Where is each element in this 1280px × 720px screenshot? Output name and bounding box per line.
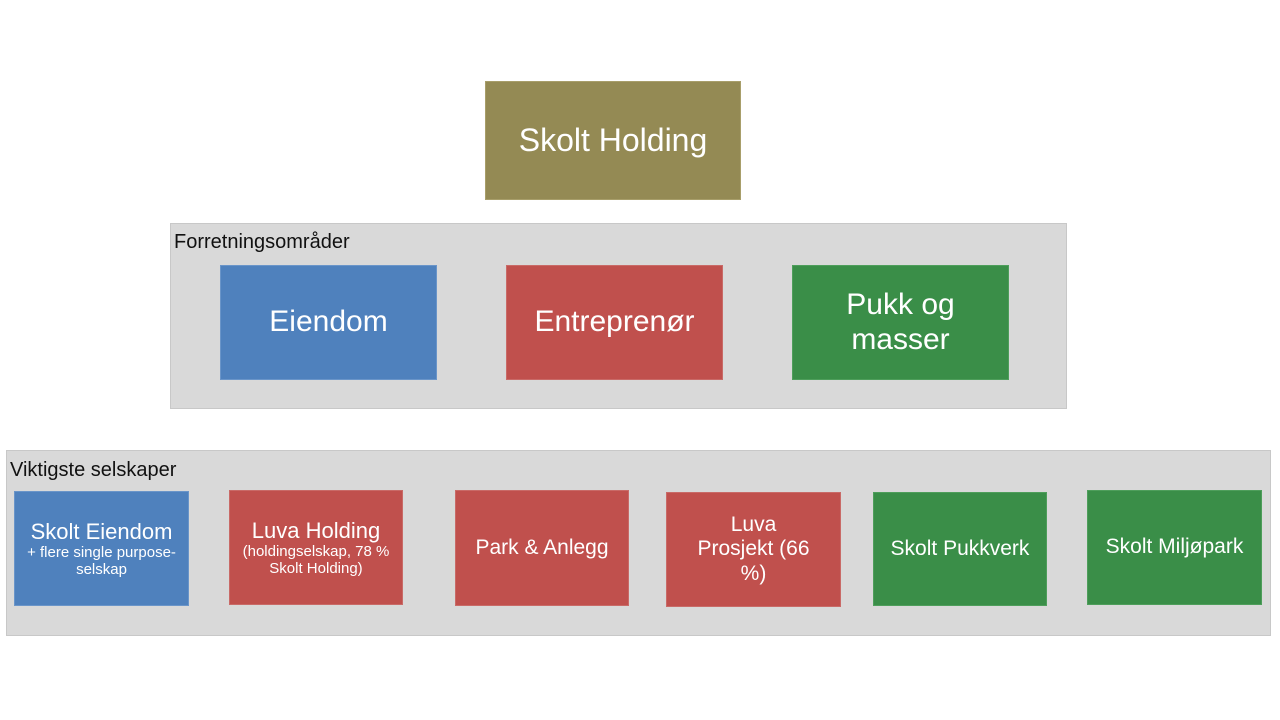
- company-label: Park & Anlegg: [475, 535, 609, 559]
- company-label: Luva Holding: [251, 517, 381, 543]
- company-skolt-miljopark: Skolt Miljøpark: [1087, 490, 1262, 605]
- companies-title: Viktigste selskaper: [10, 459, 177, 481]
- company-label: Luva Prosjekt (66 %): [697, 513, 810, 585]
- company-luva-prosjekt: Luva Prosjekt (66 %): [666, 492, 841, 607]
- area-eiendom: Eiendom: [220, 265, 437, 380]
- area-label: Entreprenør: [534, 305, 695, 339]
- skolt-holding-label: Skolt Holding: [518, 122, 708, 159]
- area-label: Eiendom: [269, 305, 388, 339]
- skolt-holding-box: Skolt Holding: [485, 81, 741, 200]
- area-entreprenor: Entreprenør: [506, 265, 723, 380]
- company-luva-holding: Luva Holding(holdingselskap, 78 % Skolt …: [229, 490, 403, 605]
- company-skolt-pukkverk: Skolt Pukkverk: [873, 492, 1047, 606]
- company-label: Skolt Eiendom: [30, 518, 173, 544]
- company-park-anlegg: Park & Anlegg: [455, 490, 629, 606]
- companies-panel: [6, 450, 1271, 636]
- business-areas-title: Forretningsområder: [174, 231, 350, 253]
- area-pukk-og-masser: Pukk og masser: [792, 265, 1009, 380]
- company-sub: + flere single purpose-selskap: [27, 543, 176, 579]
- company-label: Skolt Pukkverk: [890, 536, 1030, 560]
- company-sub: (holdingselskap, 78 % Skolt Holding): [242, 542, 390, 578]
- area-label: Pukk og masser: [846, 288, 955, 356]
- company-label: Skolt Miljøpark: [1105, 535, 1244, 559]
- company-skolt-eiendom: Skolt Eiendom+ flere single purpose-sels…: [14, 491, 189, 606]
